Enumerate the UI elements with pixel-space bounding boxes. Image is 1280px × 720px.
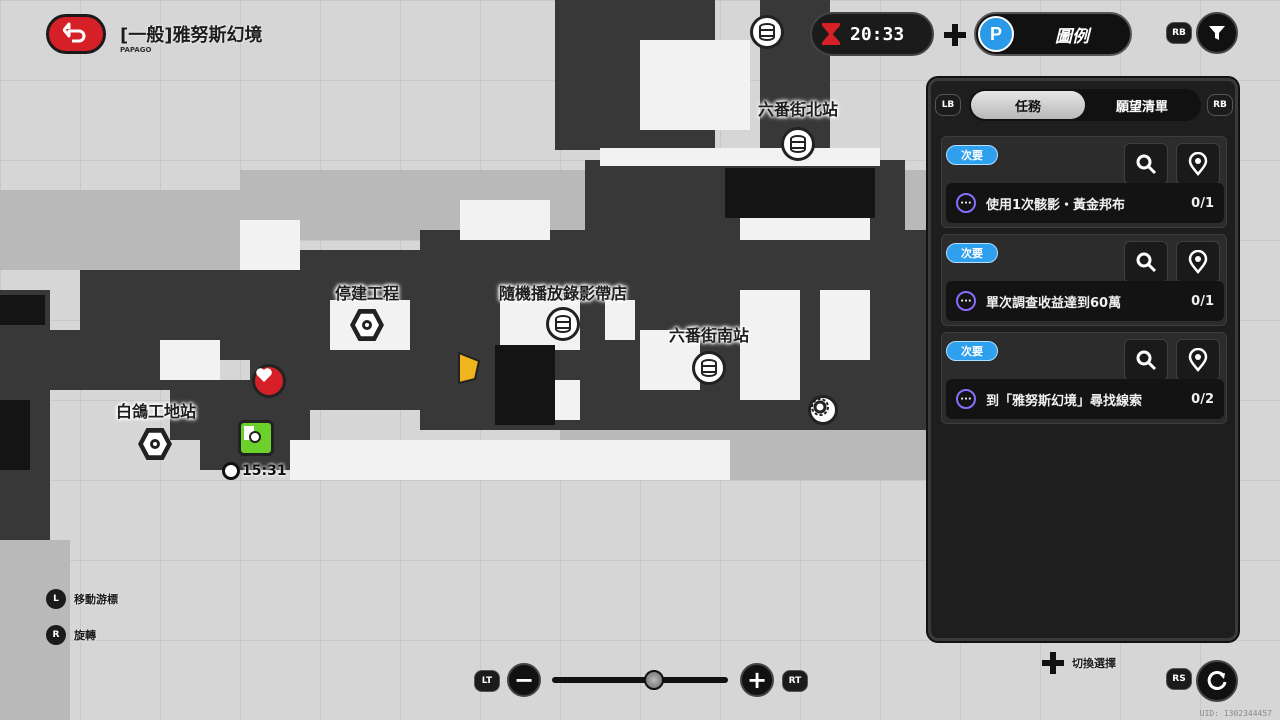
quest-locate-button[interactable] <box>1176 339 1220 381</box>
subway-station-marker[interactable] <box>781 127 815 161</box>
hint-switch-select: 切換選擇 <box>1042 652 1116 674</box>
rs-badge: RS <box>1166 668 1192 690</box>
rb-badge: RB <box>1166 22 1192 44</box>
quest-objective: ··· 到「雅努斯幻境」尋找線索 0/2 <box>946 379 1224 419</box>
lb-badge: LB <box>935 94 961 116</box>
rb-badge: RB <box>1207 94 1233 116</box>
panel-tabs: LB 任務 願望清單 RB <box>931 81 1235 127</box>
map-label-south-station: 六番街南站 <box>668 326 750 345</box>
zoom-slider-track[interactable] <box>552 677 728 683</box>
filter-icon <box>1209 26 1225 40</box>
subway-station-marker[interactable] <box>692 351 726 385</box>
map-label-north-station: 六番街北站 <box>757 100 839 119</box>
quest-tag: 次要 <box>946 145 998 165</box>
zone-title: [一般]雅努斯幻境 <box>120 25 263 46</box>
quest-card[interactable]: 次要 ··· 到「雅努斯幻境」尋找線索 0/2 <box>941 332 1227 424</box>
back-button[interactable] <box>46 14 106 54</box>
recenter-button[interactable] <box>1196 660 1238 702</box>
map-label-construction: 停建工程 <box>334 284 400 303</box>
zoom-slider-knob[interactable] <box>644 670 665 690</box>
location-pin-icon <box>1188 152 1208 176</box>
p-icon: P <box>978 16 1014 52</box>
countdown-timer: 20:33 <box>810 12 934 56</box>
quest-objective-text: 單次調查收益達到60萬 <box>986 295 1122 311</box>
player-position-icon <box>457 351 483 385</box>
quest-search-button[interactable] <box>1124 339 1168 381</box>
legend-label: 圖例 <box>1055 26 1089 47</box>
location-pin-icon <box>1188 250 1208 274</box>
lt-badge: LT <box>474 670 500 692</box>
hint-rotate: R 旋轉 <box>46 625 96 645</box>
more-icon: ··· <box>956 389 976 409</box>
quest-objective-text: 到「雅努斯幻境」尋找線索 <box>986 393 1143 409</box>
marker-timer-text: 15:31 <box>242 463 287 479</box>
filter-button[interactable] <box>1196 12 1238 54</box>
recenter-icon <box>1207 670 1227 690</box>
quest-card[interactable]: 次要 ··· 單次調查收益達到60萬 0/1 <box>941 234 1227 326</box>
quest-objective: ··· 單次調查收益達到60萬 0/1 <box>946 281 1224 321</box>
uid-text: UID: 1302344457 <box>1199 709 1272 718</box>
quest-card[interactable]: 次要 ··· 使用1次骸影・黃金邦布 0/1 <box>941 136 1227 228</box>
search-icon <box>1136 154 1157 175</box>
clock-icon <box>222 462 240 480</box>
zone-subtitle: PAPAGO <box>120 46 152 54</box>
quest-panel: LB 任務 願望清單 RB 次要 ··· 使用1次骸影・黃金邦布 0/1 次要 <box>928 78 1238 641</box>
hint-move-cursor: L 移動游標 <box>46 589 118 609</box>
quest-objective: ··· 使用1次骸影・黃金邦布 0/1 <box>946 183 1224 223</box>
quest-progress: 0/1 <box>1191 195 1214 211</box>
heart-marker-icon[interactable] <box>252 364 286 398</box>
cash-register-marker-icon[interactable] <box>238 420 274 456</box>
rt-badge: RT <box>782 670 808 692</box>
search-icon <box>1136 252 1157 273</box>
more-icon: ··· <box>956 291 976 311</box>
search-icon <box>1136 350 1157 371</box>
quest-locate-button[interactable] <box>1176 143 1220 185</box>
map-label-dove-station: 白鴿工地站 <box>115 402 197 421</box>
quest-search-button[interactable] <box>1124 143 1168 185</box>
gear-marker-icon[interactable] <box>808 395 838 425</box>
tab-quests[interactable]: 任務 <box>971 91 1085 119</box>
dpad-icon <box>1042 652 1064 674</box>
l-stick-key: L <box>46 589 66 609</box>
quest-search-button[interactable] <box>1124 241 1168 283</box>
quest-objective-text: 使用1次骸影・黃金邦布 <box>986 197 1126 213</box>
quest-progress: 0/1 <box>1191 293 1214 309</box>
subway-station-marker[interactable] <box>750 15 784 49</box>
timer-value: 20:33 <box>850 23 905 45</box>
tab-group: 任務 願望清單 <box>969 89 1201 121</box>
quest-tag: 次要 <box>946 341 998 361</box>
hint-move-cursor-text: 移動游標 <box>74 593 118 606</box>
dove-station-hex-marker[interactable] <box>138 428 172 460</box>
hint-switch-select-text: 切換選擇 <box>1072 657 1116 670</box>
quest-tag: 次要 <box>946 243 998 263</box>
r-stick-key: R <box>46 625 66 645</box>
quest-locate-button[interactable] <box>1176 241 1220 283</box>
marker-timer: 15:31 <box>222 462 287 480</box>
dpad-icon <box>944 24 966 46</box>
hint-rotate-text: 旋轉 <box>74 629 96 642</box>
back-arrow-icon <box>63 22 86 43</box>
map-label-video-store: 隨機播放錄影帶店 <box>498 284 628 303</box>
zoom-in-button[interactable]: + <box>740 663 774 697</box>
hourglass-icon <box>822 23 840 45</box>
quest-progress: 0/2 <box>1191 391 1214 407</box>
tab-wishlist[interactable]: 願望清單 <box>1115 99 1168 115</box>
zoom-out-button[interactable]: − <box>507 663 541 697</box>
video-store-marker[interactable] <box>546 307 580 341</box>
legend-button[interactable]: P 圖例 <box>974 12 1132 56</box>
location-pin-icon <box>1188 348 1208 372</box>
more-icon: ··· <box>956 193 976 213</box>
